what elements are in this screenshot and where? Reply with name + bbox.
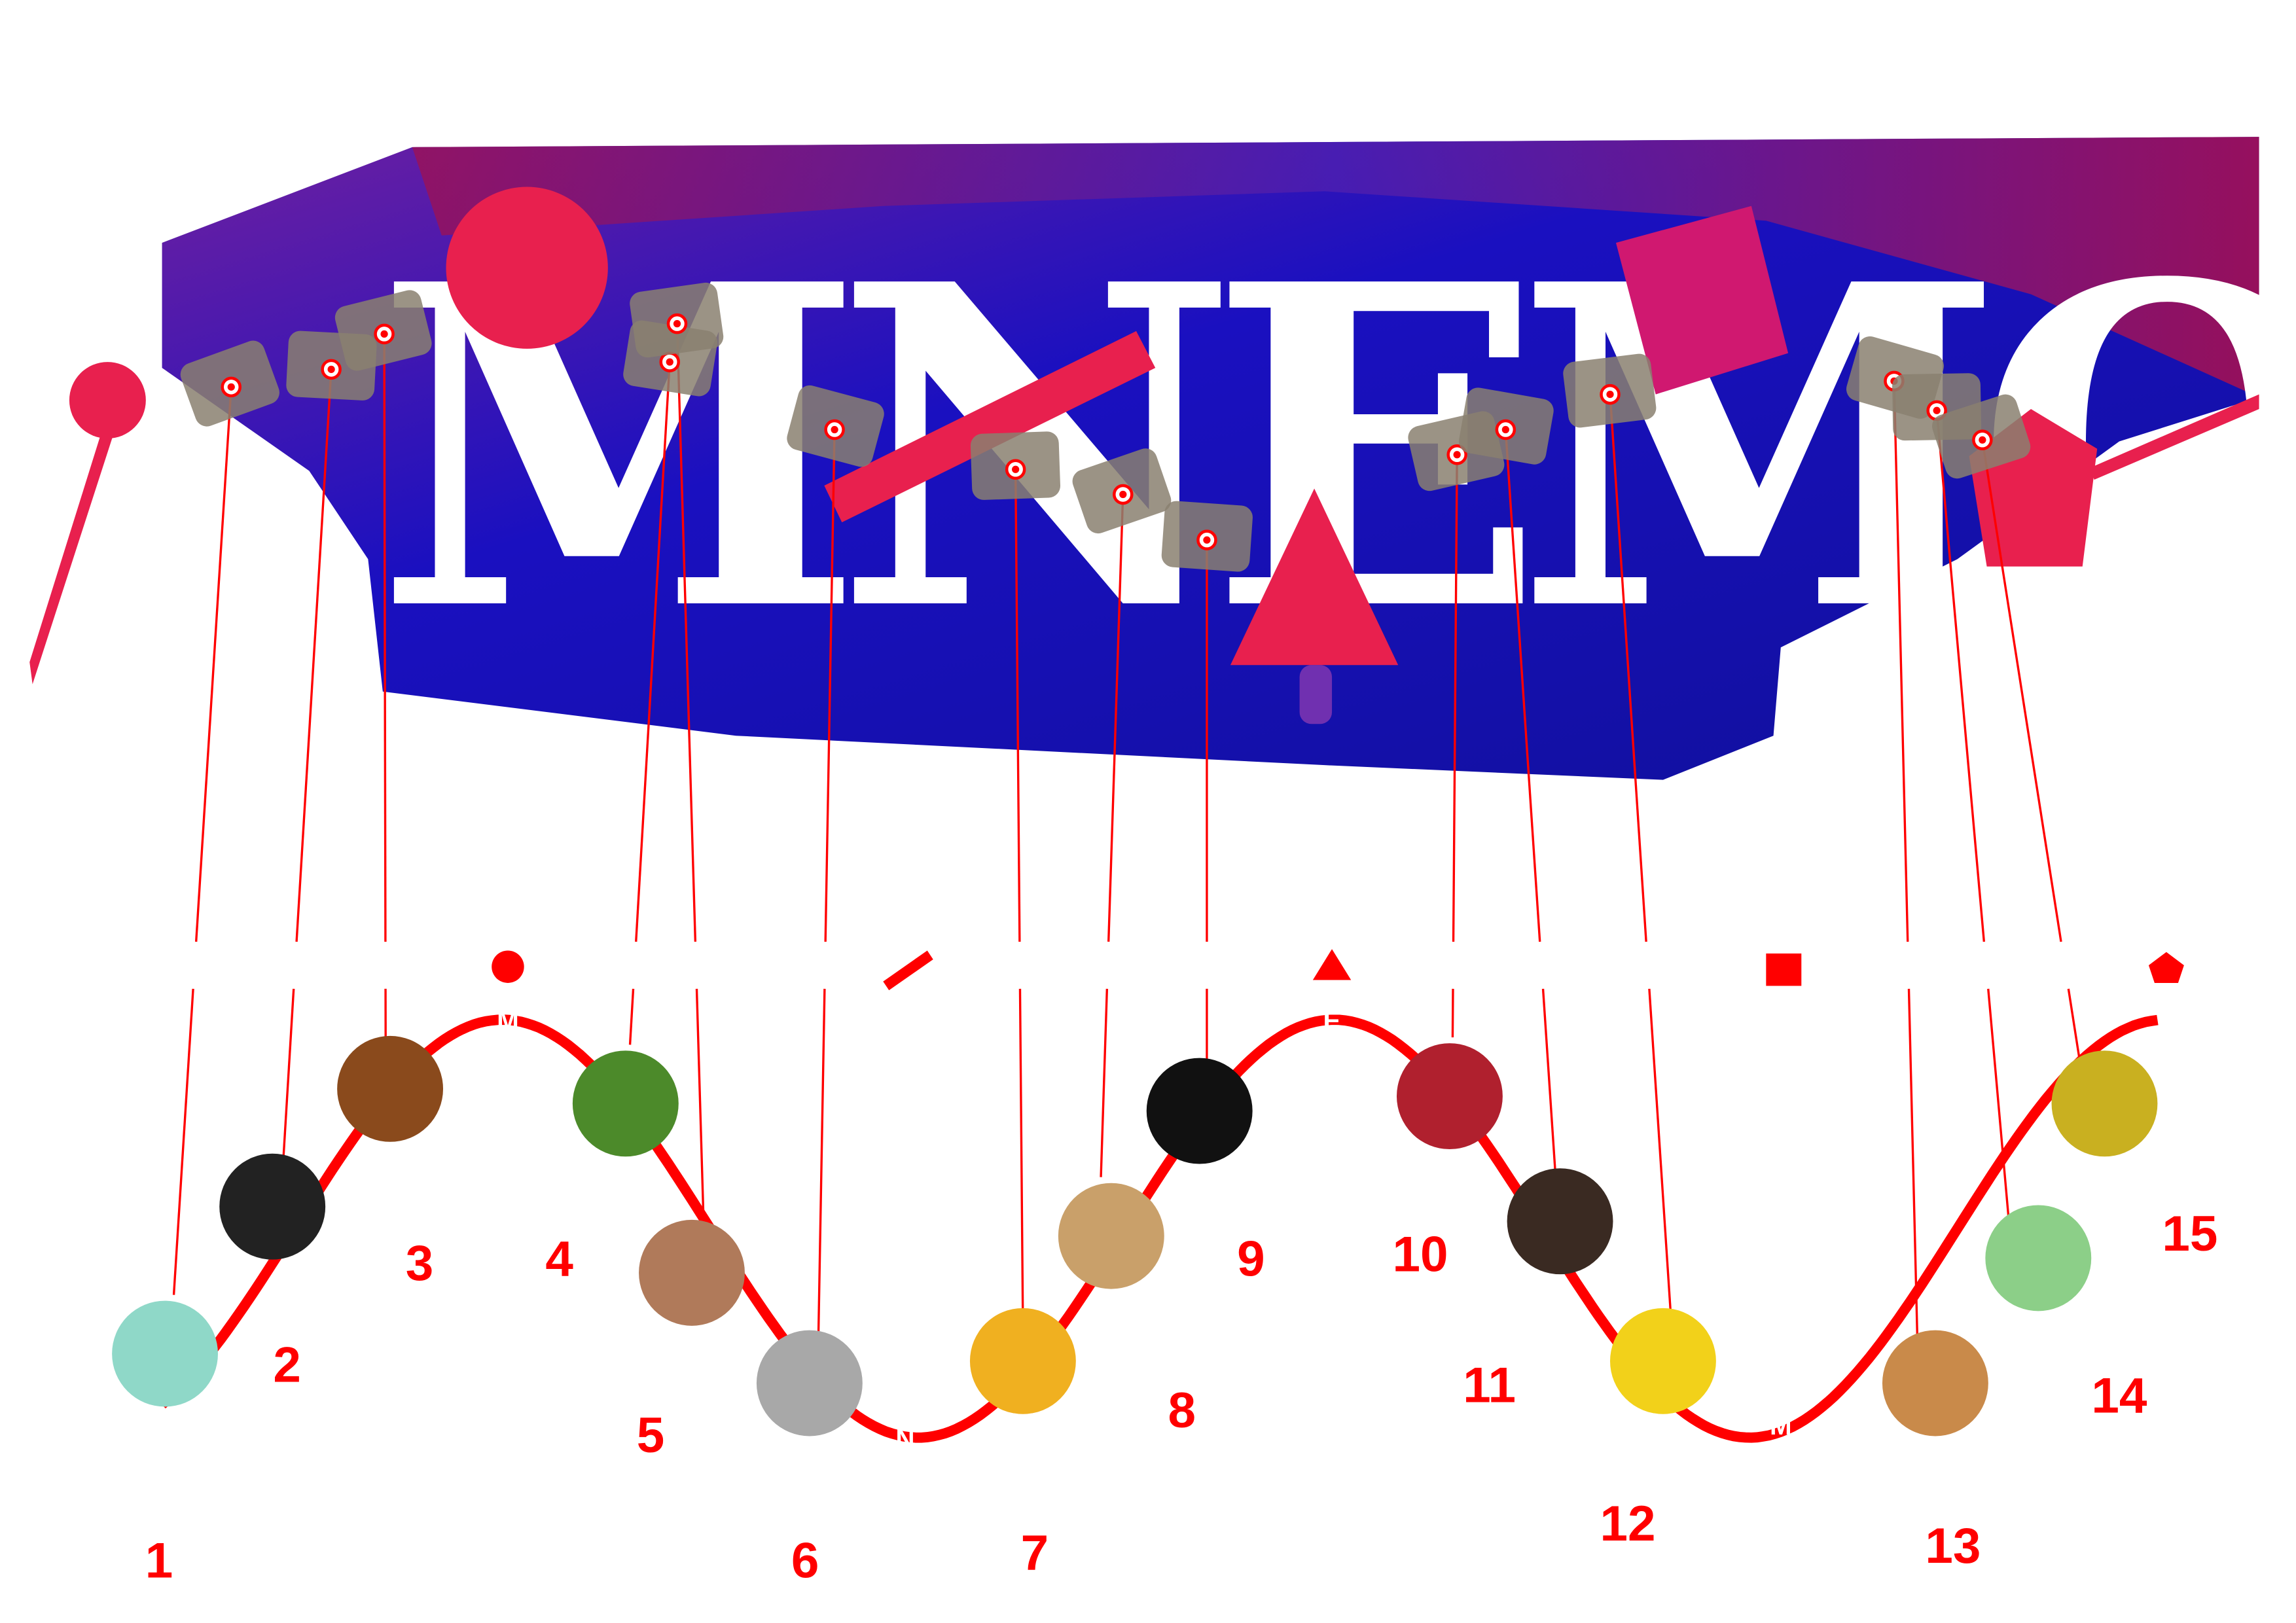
item-number: 13 bbox=[1925, 1518, 1981, 1574]
connector-line bbox=[1541, 988, 1557, 1177]
item-number: 3 bbox=[406, 1236, 434, 1291]
cement-bag-icon bbox=[1985, 1205, 2092, 1311]
anchor-dot-center bbox=[1606, 390, 1614, 399]
ukulele-icon bbox=[337, 1035, 444, 1142]
hedgehog-toy-icon bbox=[2051, 1050, 2158, 1157]
item-number: 11 bbox=[1463, 1358, 1516, 1414]
marker-bar bbox=[824, 330, 1156, 523]
connector-line bbox=[383, 334, 387, 942]
objects bbox=[112, 1035, 2158, 1436]
connector-lines bbox=[172, 323, 2081, 1351]
shape-circle bbox=[492, 950, 524, 983]
markers bbox=[29, 187, 2259, 724]
connector-line bbox=[675, 323, 697, 942]
connector-line bbox=[1935, 410, 1986, 942]
connector-line bbox=[1452, 454, 1458, 942]
item-number: 4 bbox=[545, 1231, 573, 1287]
connector-line bbox=[817, 988, 826, 1340]
wave-letter: N bbox=[895, 1423, 914, 1454]
connector-line bbox=[1648, 988, 1674, 1332]
shape-line bbox=[883, 950, 933, 991]
connector-line bbox=[2067, 988, 2081, 1060]
connector-line bbox=[635, 362, 671, 942]
wave-path bbox=[158, 1014, 2159, 1443]
marker-triangle bbox=[1230, 488, 1399, 666]
marker-pentagon-stick bbox=[2089, 394, 2259, 480]
connector-line bbox=[295, 369, 332, 942]
item-number: 5 bbox=[637, 1408, 665, 1463]
item-number: 12 bbox=[1600, 1496, 1655, 1552]
shape-row bbox=[492, 949, 2184, 991]
item-number: 1 bbox=[145, 1533, 173, 1588]
anchor-dot-center bbox=[1119, 490, 1127, 499]
food-plate-icon bbox=[969, 1308, 1076, 1414]
wave-letters: M N E M O bbox=[497, 1006, 2166, 1454]
marker-stem bbox=[1299, 665, 1333, 724]
connector-line bbox=[1100, 988, 1109, 1177]
shape-square bbox=[1766, 953, 1802, 986]
item-number: 14 bbox=[2091, 1368, 2147, 1423]
wave-letter: M bbox=[1770, 1410, 1792, 1440]
connector-line bbox=[824, 429, 836, 942]
connector-line bbox=[1014, 469, 1021, 942]
anchor-dot-center bbox=[666, 358, 673, 366]
banana-icon bbox=[1610, 1308, 1716, 1414]
marker-square bbox=[1615, 205, 1789, 395]
anchor-dot-center bbox=[1012, 465, 1020, 473]
item-number: 6 bbox=[791, 1533, 819, 1588]
anchor-dot-center bbox=[1933, 406, 1941, 414]
connector-line bbox=[194, 387, 232, 942]
wave-letter: E bbox=[1323, 1006, 1341, 1036]
item-number: 15 bbox=[2162, 1206, 2217, 1262]
shape-triangle bbox=[1312, 949, 1352, 980]
item-number: 7 bbox=[1021, 1525, 1049, 1581]
cardboard-boxes-icon bbox=[1058, 1183, 1164, 1289]
anchor-dot-center bbox=[1453, 451, 1461, 459]
anchor-dot-center bbox=[831, 425, 838, 434]
connector-line bbox=[1609, 394, 1647, 942]
item-number: 10 bbox=[1392, 1227, 1448, 1283]
chair-icon bbox=[112, 1300, 219, 1407]
anchor-dot-center bbox=[1979, 436, 1986, 444]
cat-icon bbox=[1146, 1058, 1253, 1164]
connector-line bbox=[1893, 381, 1909, 942]
camera-icon bbox=[219, 1153, 326, 1260]
wave-letter: M bbox=[497, 1006, 519, 1036]
connector-line bbox=[1018, 988, 1024, 1325]
anchor-dot-center bbox=[1501, 425, 1509, 434]
shape-pentagon bbox=[2148, 952, 2184, 983]
marker-stick bbox=[29, 427, 115, 685]
anchor-dot-center bbox=[227, 383, 235, 391]
wave-letter: O bbox=[2145, 1032, 2166, 1062]
connector-line bbox=[1107, 494, 1124, 942]
anchor-dot-center bbox=[327, 365, 335, 373]
burger-plate-icon bbox=[1882, 1330, 1988, 1436]
marker-circle-small bbox=[69, 362, 146, 439]
connector-line bbox=[172, 988, 194, 1295]
anchor-dot-center bbox=[380, 330, 388, 338]
item-number: 9 bbox=[1237, 1231, 1265, 1287]
teapot-icon bbox=[1507, 1168, 1613, 1275]
connector-line bbox=[1981, 440, 2062, 942]
connector-line bbox=[1451, 988, 1454, 1038]
suitcase-icon bbox=[1396, 1043, 1503, 1150]
anchor-dot-center bbox=[673, 320, 681, 328]
connector-line bbox=[1504, 429, 1541, 942]
connector-line bbox=[281, 988, 295, 1170]
scan-fragments bbox=[180, 282, 2031, 572]
connector-line bbox=[1987, 988, 2011, 1222]
connector-line bbox=[695, 988, 705, 1222]
clay-pot-icon bbox=[639, 1219, 745, 1326]
anchor-dot-center bbox=[1203, 536, 1211, 544]
plant-vase-icon bbox=[572, 1050, 679, 1157]
item-number: 2 bbox=[273, 1337, 301, 1393]
marker-circle bbox=[446, 187, 608, 349]
item-number: 8 bbox=[1168, 1383, 1196, 1438]
connector-line bbox=[628, 988, 635, 1045]
knight-figurine-icon bbox=[756, 1330, 863, 1436]
